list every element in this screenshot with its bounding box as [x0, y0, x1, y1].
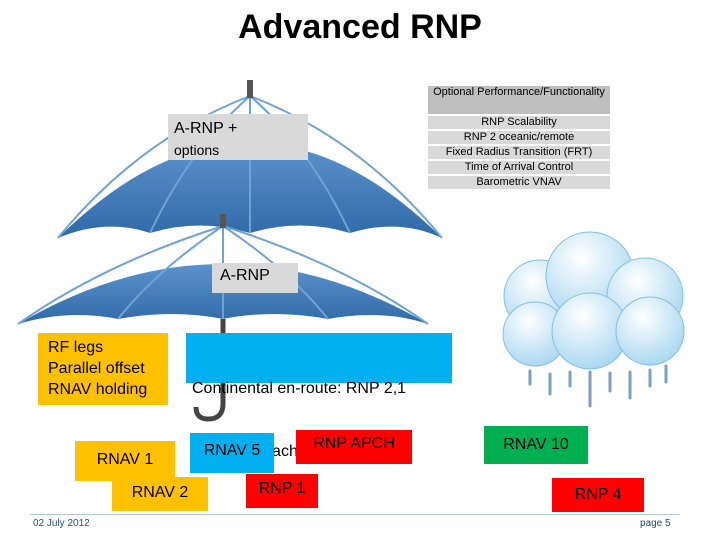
continental-line: Continental en-route: RNP 2,1: [192, 380, 407, 397]
arnp-label: A-RNP: [212, 263, 298, 293]
footer-date: 02 July 2012: [33, 518, 90, 529]
optional-item: Time of Arrival Control: [428, 161, 610, 174]
optional-heading: Optional Performance/Functionality: [428, 86, 610, 114]
arnp-plus-label: A-RNP + options: [168, 114, 308, 160]
rain-cloud-icon: [502, 231, 685, 408]
optional-item: Fixed Radius Transition (FRT): [428, 146, 610, 159]
tag-rnav-1: RNAV 1: [75, 441, 175, 481]
slide-title: Advanced RNP: [238, 8, 482, 46]
tag-rnp-apch: RNP APCH: [296, 430, 412, 464]
tag-rnav-5: RNAV 5: [190, 433, 274, 473]
rf-line: Parallel offset: [48, 360, 145, 377]
rf-line: RF legs: [48, 339, 104, 356]
footer-page-number: page 5: [640, 518, 671, 529]
rf-line: RNAV holding: [48, 381, 148, 398]
optional-functionality-panel: Optional Performance/Functionality RNP S…: [428, 86, 610, 189]
rf-legs-box: RF legs Parallel offset RNAV holding: [38, 333, 168, 405]
tag-rnav-2: RNAV 2: [112, 477, 208, 511]
optional-item: RNP Scalability: [428, 116, 610, 129]
tag-rnp-4: RNP 4: [552, 478, 644, 512]
arnp-plus-sub: options: [174, 142, 220, 158]
arnp-plus-title: A-RNP +: [174, 120, 238, 137]
optional-item: Barometric VNAV: [428, 176, 610, 189]
tag-rnp-1: RNP 1: [246, 474, 318, 508]
optional-item: RNP 2 oceanic/remote: [428, 131, 610, 144]
continental-box: Continental en-route: RNP 2,1 Final appr…: [186, 333, 452, 460]
footer-divider: [30, 514, 680, 515]
tag-rnav-10: RNAV 10: [484, 426, 588, 464]
